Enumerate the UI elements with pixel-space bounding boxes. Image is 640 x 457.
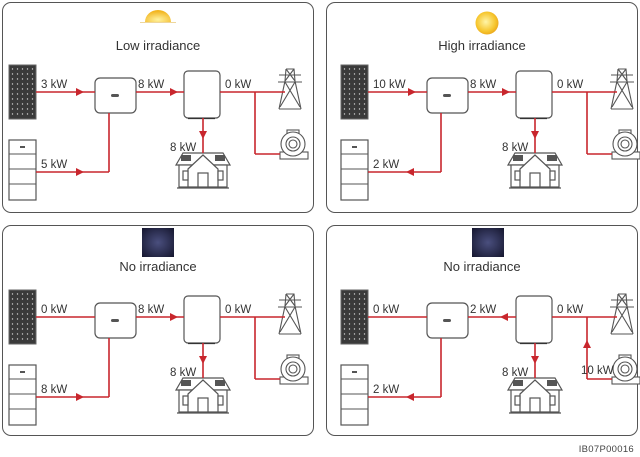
- panel-title: No irradiance: [119, 259, 197, 274]
- ac-power-label: 8 kW: [138, 79, 164, 91]
- grid-power-label: 0 kW: [225, 79, 251, 91]
- pv-power-label: 0 kW: [41, 304, 67, 316]
- grid-power-label: 0 kW: [557, 79, 583, 91]
- ac-power-label: 8 kW: [470, 79, 496, 91]
- battery-icon: [8, 364, 37, 426]
- battery-power-label: 2 kW: [373, 159, 399, 171]
- pv-inverter-icon: [426, 302, 469, 339]
- house-load-icon: [174, 152, 232, 189]
- flow-lines: [368, 313, 617, 401]
- pv-inverter-icon: [426, 77, 469, 114]
- house-load-icon: [174, 377, 232, 414]
- grid-power-label: 0 kW: [557, 304, 583, 316]
- flow-lines: [36, 313, 285, 401]
- pv-inverter-icon: [94, 77, 137, 114]
- battery-icon: [340, 364, 369, 426]
- moon-icon: [472, 228, 504, 257]
- flow-lines: [36, 88, 285, 176]
- power-grid-tower-icon: [610, 68, 634, 110]
- generator-icon: [279, 354, 309, 385]
- pv-power-label: 0 kW: [373, 304, 399, 316]
- energy-flow-diagram: 0 kW 8 kW 8 kW 0 kW 8 kW: [8, 228, 309, 426]
- battery-power-label: 5 kW: [41, 159, 67, 171]
- generator-icon: [611, 354, 640, 385]
- energy-flow-diagram: 3 kW 5 kW 8 kW 0 kW 8 kW: [8, 10, 309, 201]
- solar-panel-icon: [340, 289, 369, 345]
- energy-flow-diagram: 0 kW 2 kW 2 kW 0 kW 8 kW 10 kW: [340, 228, 640, 426]
- battery-power-label: 8 kW: [41, 384, 67, 396]
- power-grid-tower-icon: [610, 293, 634, 335]
- scenario-panel: No irradiance: [2, 225, 314, 436]
- sun-low-icon: [140, 10, 176, 23]
- scenario-panel: No irradiance: [326, 225, 640, 436]
- battery-power-label: 2 kW: [373, 384, 399, 396]
- solar-panel-icon: [340, 64, 369, 120]
- grid-power-label: 0 kW: [225, 304, 251, 316]
- panel-title: No irradiance: [443, 259, 521, 274]
- load-power-label: 8 kW: [170, 367, 196, 379]
- scenario-panel: Low irradiance: [2, 2, 314, 213]
- pv-power-label: 3 kW: [41, 79, 67, 91]
- moon-icon: [142, 228, 174, 257]
- pv-power-label: 10 kW: [373, 79, 406, 91]
- backup-box-icon: [515, 295, 553, 345]
- power-grid-tower-icon: [278, 293, 302, 335]
- flow-lines: [368, 88, 617, 176]
- power-grid-tower-icon: [278, 68, 302, 110]
- solar-panel-icon: [8, 64, 37, 120]
- ac-power-label: 8 kW: [138, 304, 164, 316]
- load-power-label: 8 kW: [502, 367, 528, 379]
- energy-flow-diagram: 10 kW 2 kW 8 kW 0 kW 8 kW: [340, 11, 640, 201]
- generator-power-label: 10 kW: [581, 365, 614, 377]
- panel-title: High irradiance: [438, 38, 526, 53]
- backup-box-icon: [183, 295, 221, 345]
- panel-title: Low irradiance: [115, 38, 201, 53]
- sun-high-icon: [475, 11, 499, 35]
- load-power-label: 8 kW: [170, 142, 196, 154]
- battery-icon: [8, 139, 37, 201]
- solar-panel-icon: [8, 289, 37, 345]
- figure-id-label: IB07P00016: [578, 444, 634, 455]
- generator-icon: [611, 129, 640, 160]
- ac-power-label: 2 kW: [470, 304, 496, 316]
- generator-icon: [279, 129, 309, 160]
- backup-box-icon: [183, 70, 221, 120]
- load-power-label: 8 kW: [502, 142, 528, 154]
- house-load-icon: [506, 377, 564, 414]
- house-load-icon: [506, 152, 564, 189]
- scenario-panel: High irradiance: [326, 2, 640, 213]
- pv-inverter-icon: [94, 302, 137, 339]
- backup-box-icon: [515, 70, 553, 120]
- battery-icon: [340, 139, 369, 201]
